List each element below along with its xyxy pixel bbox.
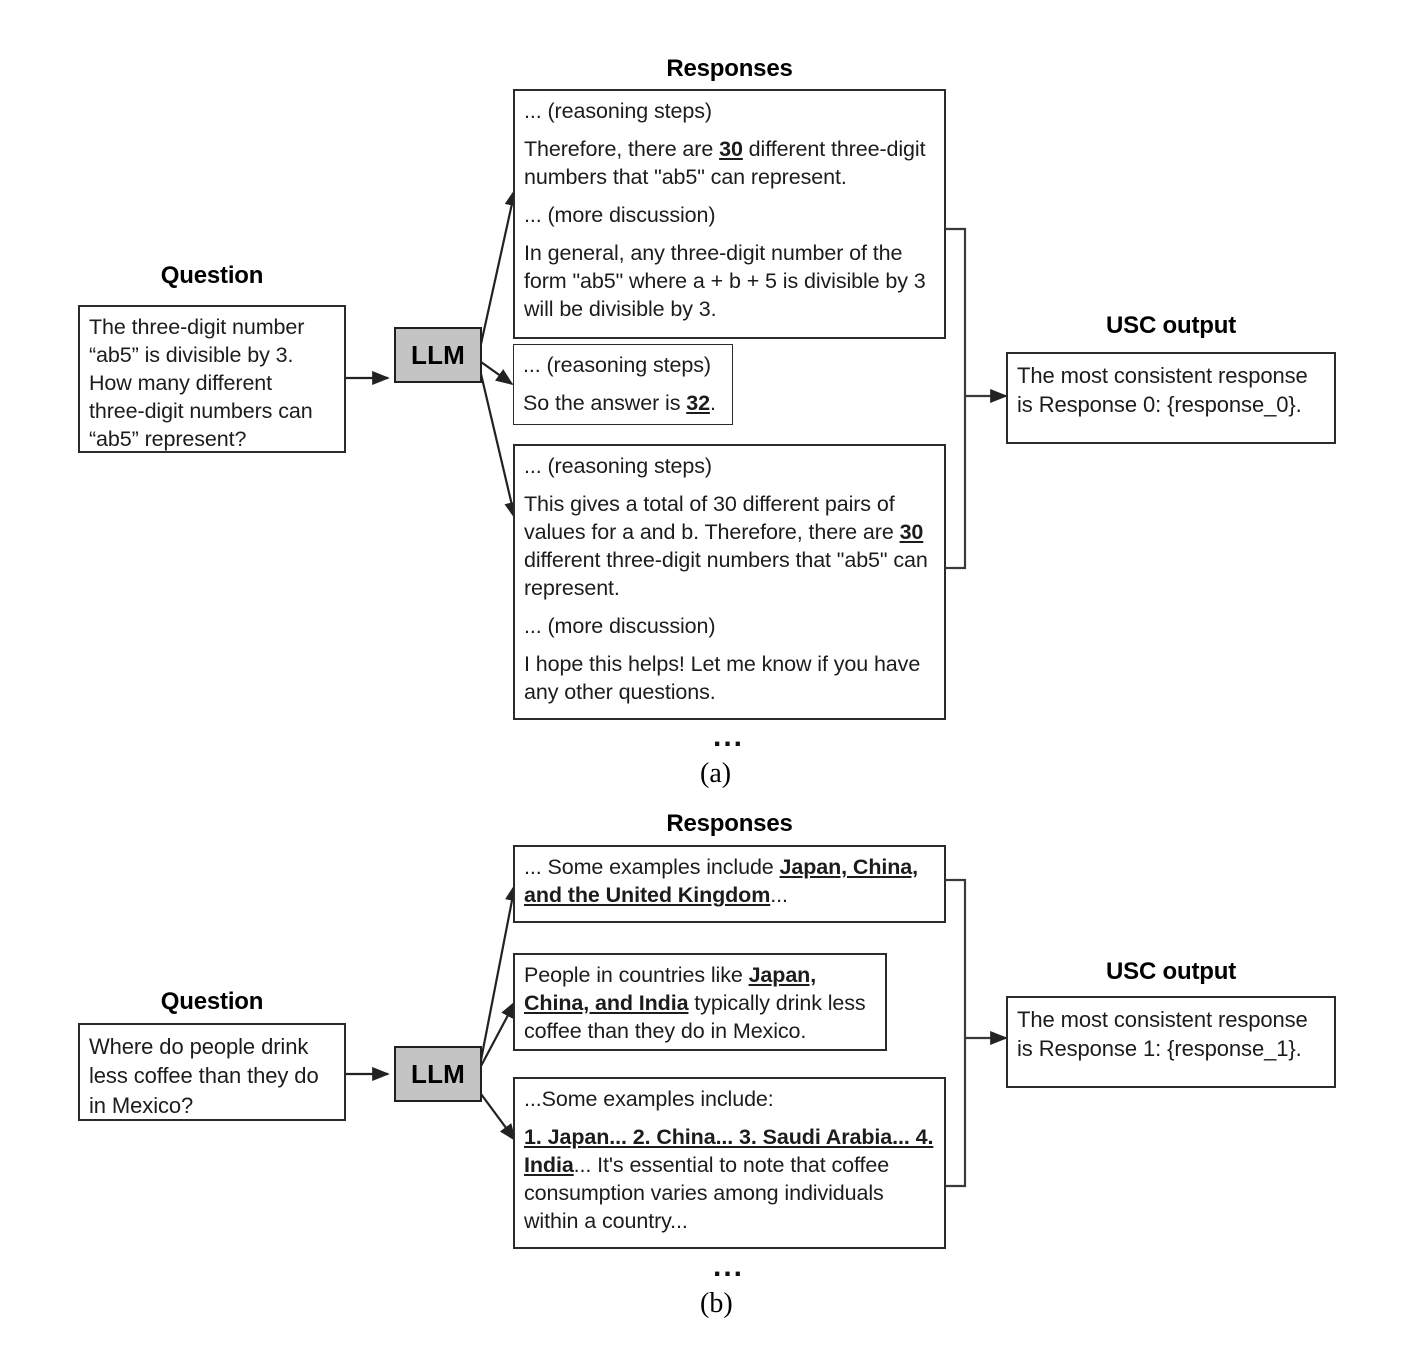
- text-post: ... It's essential to note that coffee c…: [524, 1152, 890, 1233]
- text-pre: This gives a total of 30 different pairs…: [524, 491, 900, 544]
- response-paragraph: ... (reasoning steps): [523, 353, 711, 377]
- question-line: three-digit numbers can: [89, 398, 313, 423]
- response-paragraph: ... (reasoning steps): [524, 99, 712, 123]
- text-post: different three-digit numbers that "ab5"…: [524, 547, 928, 600]
- text-post: different three-digit numbers that "ab5"…: [524, 136, 926, 189]
- llm-node-a: LLM: [394, 327, 482, 383]
- responses-bracket-b: [946, 878, 967, 1188]
- response-paragraph: 1. Japan... 2. China... 3. Saudi Arabia.…: [524, 1124, 936, 1236]
- arrow-llm-to-response-1-b: [480, 1000, 516, 1067]
- usc-output-line: is Response 0: {response_0}.: [1017, 392, 1302, 418]
- question-line: in Mexico?: [89, 1092, 194, 1118]
- response-paragraph: I hope this helps! Let me know if you ha…: [524, 651, 921, 704]
- usc-output-line: The most consistent response: [1017, 1007, 1308, 1032]
- highlight-answer: 32: [686, 390, 710, 415]
- responses-header-b: Responses: [666, 810, 793, 837]
- text-pre: People in countries like: [524, 963, 749, 987]
- llm-node-b: LLM: [394, 1046, 482, 1102]
- response-box-b-0: ... Some examples include Japan, China, …: [513, 845, 946, 923]
- response-paragraph: Therefore, there are 30 different three-…: [524, 136, 936, 192]
- response-box-a-1: ... (reasoning steps) So the answer is 3…: [513, 344, 733, 425]
- arrow-llm-to-response-2-b: [480, 1093, 517, 1142]
- usc-output-line: The most consistent response: [1017, 363, 1308, 388]
- usc-output-header-a: USC output: [1106, 312, 1236, 339]
- response-paragraph: ... (more discussion): [524, 202, 716, 227]
- response-paragraph: ... (more discussion): [524, 613, 716, 638]
- usc-output-box-b: The most consistent response is Response…: [1006, 996, 1336, 1088]
- highlight-answer: 30: [899, 519, 924, 544]
- response-paragraph: In general, any three-digit number of th…: [524, 240, 926, 321]
- question-line: How many different: [89, 370, 273, 395]
- responses-ellipsis-a: ...: [713, 720, 745, 753]
- arrow-llm-to-response-2-a: [479, 373, 519, 520]
- responses-bracket-a: [946, 227, 967, 570]
- question-line: “ab5” represent?: [89, 426, 247, 451]
- text-post: .: [709, 390, 716, 415]
- question-box-a: The three-digit number “ab5” is divisibl…: [78, 305, 346, 453]
- response-paragraph: ...Some examples include:: [524, 1087, 774, 1111]
- arrow-llm-to-response-1-a: [480, 361, 514, 386]
- usc-output-header-b: USC output: [1106, 958, 1236, 985]
- arrow-llm-to-response-0-a: [479, 188, 519, 345]
- question-box-b: Where do people drink less coffee than t…: [78, 1023, 346, 1121]
- question-line: “ab5” is divisible by 3.: [89, 342, 294, 367]
- text-pre: So the answer is: [523, 390, 687, 415]
- highlight-answer: Japan, China, and the United Kingdom: [524, 855, 919, 907]
- response-box-b-1: People in countries like Japan, China, a…: [513, 953, 887, 1051]
- response-box-a-0: ... (reasoning steps) Therefore, there a…: [513, 89, 946, 339]
- responses-header-a: Responses: [666, 55, 793, 82]
- response-paragraph: ... Some examples include Japan, China, …: [524, 854, 936, 910]
- response-paragraph: ... (reasoning steps): [524, 454, 712, 478]
- highlight-answer: 30: [719, 136, 743, 161]
- highlight-answer: 1. Japan... 2. China... 3. Saudi Arabia.…: [524, 1124, 934, 1177]
- question-line: The three-digit number: [89, 315, 305, 339]
- question-line: Where do people drink: [89, 1034, 309, 1059]
- response-paragraph: This gives a total of 30 different pairs…: [524, 491, 936, 603]
- text-pre: Therefore, there are: [524, 136, 720, 161]
- question-header-b: Question: [160, 988, 264, 1015]
- responses-ellipsis-b: ...: [713, 1250, 745, 1283]
- usc-output-line: is Response 1: {response_1}.: [1017, 1036, 1302, 1062]
- response-box-b-2: ...Some examples include: 1. Japan... 2.…: [513, 1077, 946, 1249]
- highlight-answer: Japan, China, and India: [524, 963, 817, 1015]
- usc-output-box-a: The most consistent response is Response…: [1006, 352, 1336, 444]
- response-paragraph: So the answer is 32.: [523, 390, 724, 418]
- text-pre: ... Some examples include: [524, 855, 780, 879]
- response-paragraph: People in countries like Japan, China, a…: [524, 962, 877, 1046]
- text-post: typically drink less coffee than they do…: [524, 990, 866, 1043]
- question-header-a: Question: [160, 262, 264, 289]
- response-box-a-2: ... (reasoning steps) This gives a total…: [513, 444, 946, 720]
- panel-label-b: (b): [700, 1288, 733, 1319]
- arrow-llm-to-response-0-b: [479, 883, 519, 1061]
- question-line: less coffee than they do: [89, 1063, 319, 1089]
- panel-label-a: (a): [700, 758, 732, 789]
- text-post: ...: [770, 882, 788, 907]
